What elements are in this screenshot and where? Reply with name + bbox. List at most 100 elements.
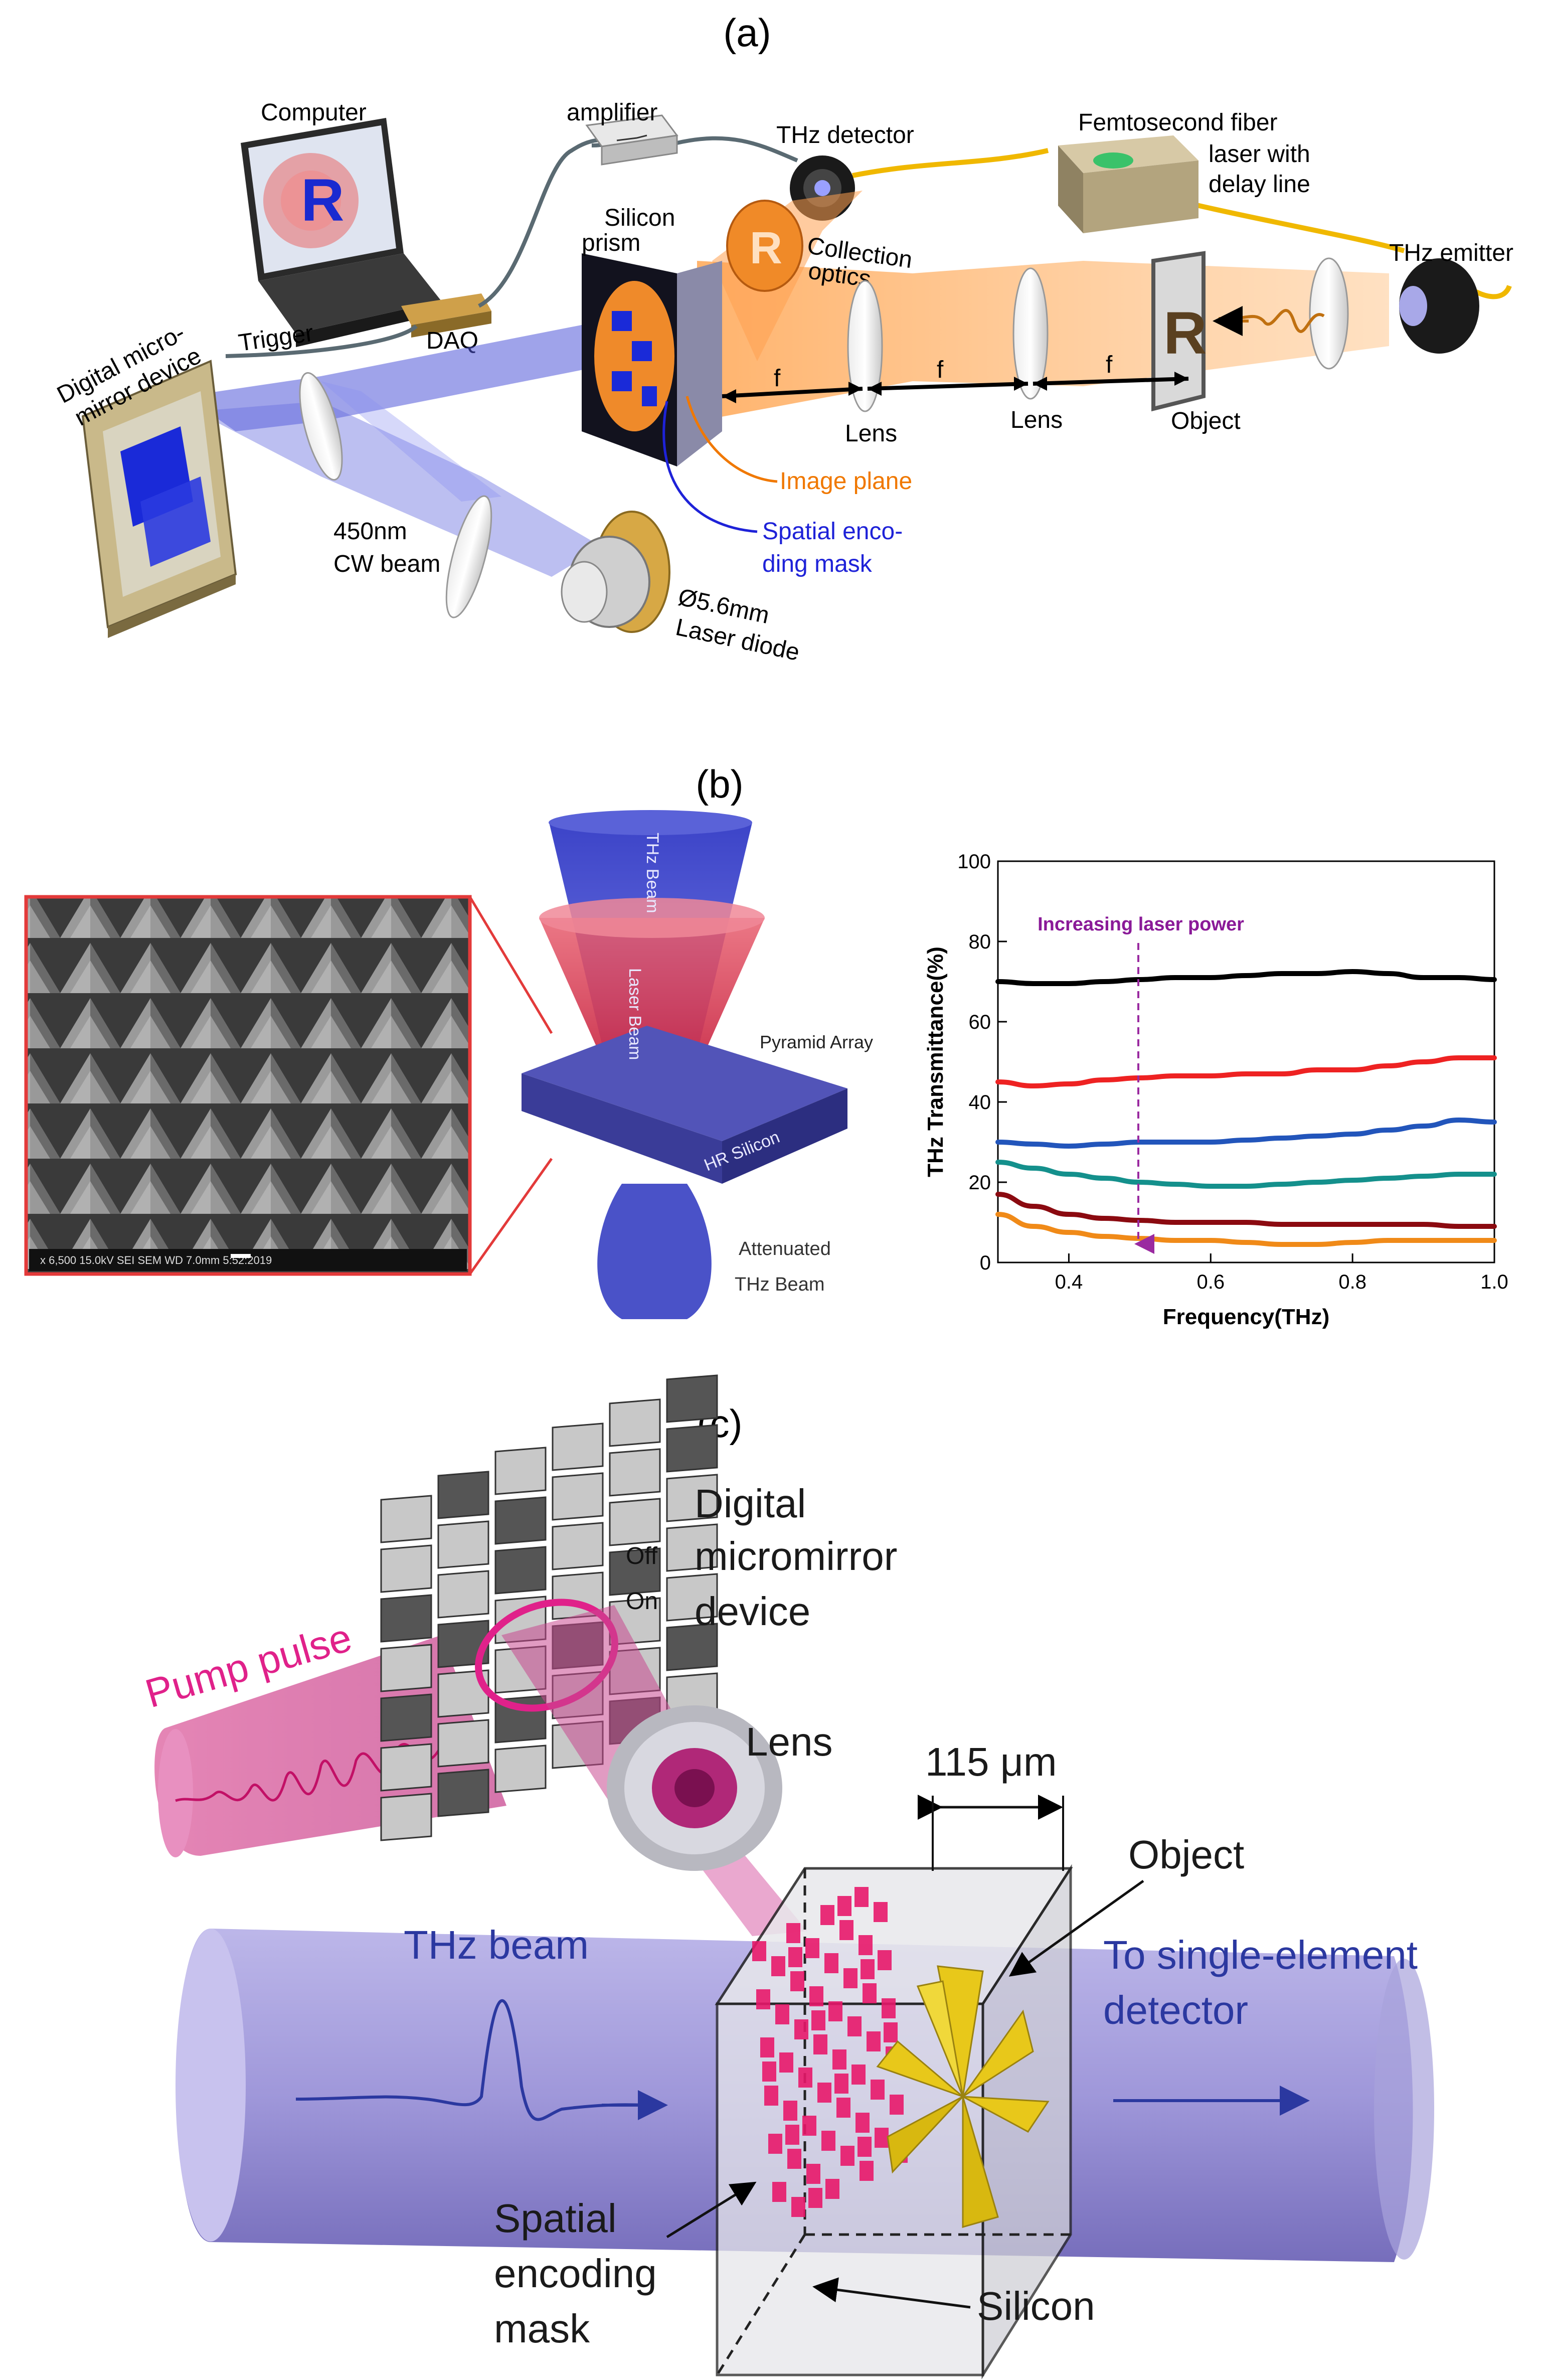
dmd-mirror	[666, 1424, 718, 1473]
mask-pixel	[791, 2197, 805, 2217]
f-label-3: f	[1106, 352, 1113, 378]
mask-c-label-2: encoding	[494, 2251, 657, 2296]
mask-pixel	[861, 1959, 875, 1979]
silicon-prism-label-2: prism	[582, 230, 640, 256]
sem-zoom-line-top	[468, 896, 553, 1034]
svg-text:R: R	[301, 167, 345, 234]
sem-image: x 6,500 15.0kV SEI SEM WD 7.0mm 5:52:201…	[24, 895, 472, 1276]
mask-pixel	[882, 1998, 896, 2018]
dmd-mirror	[609, 1498, 661, 1546]
dmd-mirror	[494, 1744, 547, 1793]
svg-text:R: R	[750, 223, 782, 273]
dmd-mirror	[666, 1623, 718, 1671]
dmd-mirror	[609, 1547, 661, 1596]
attenuated-label-2: THz Beam	[735, 1274, 824, 1295]
laser-diode	[561, 511, 670, 633]
dmd-mirror	[437, 1620, 489, 1668]
encoding-mask-pattern	[752, 1887, 908, 2217]
dmd-mirror	[666, 1573, 718, 1622]
mask-pixel	[825, 2179, 839, 2199]
thz-pulse-c	[295, 1999, 657, 2121]
dmd-mirror	[380, 1743, 432, 1792]
femto-label-2: laser with	[1209, 141, 1310, 168]
chart-series-line-1	[995, 969, 1497, 987]
f-line-3	[1033, 377, 1189, 386]
blue-beam-lower	[196, 401, 602, 577]
dmd-mirror	[609, 1398, 661, 1447]
attenuated-label-1: Attenuated	[739, 1238, 831, 1259]
amplifier-cable	[676, 136, 798, 163]
dmd-mirror	[609, 1448, 661, 1497]
dmd-mirror	[437, 1669, 489, 1718]
mask-pixel	[851, 2065, 866, 2085]
image-plane-label: Image plane	[780, 468, 912, 495]
laser-beam-b-label: Laser Beam	[625, 968, 644, 1060]
thz-detector-label: THz detector	[776, 122, 914, 148]
f-label-1: f	[774, 365, 781, 392]
x-tick-label: 0.8	[1338, 1271, 1366, 1293]
mask-c-label-1: Spatial	[494, 2196, 617, 2241]
mask-pixel	[790, 1971, 804, 1991]
mask-pointer	[662, 401, 758, 533]
dmd-c-label-1: Digital	[695, 1481, 806, 1526]
to-detector-label-2: detector	[1103, 1988, 1248, 2032]
off-label: Off	[626, 1543, 658, 1569]
fiber-to-detector	[852, 148, 1049, 178]
mask-pixel	[884, 2022, 898, 2042]
y-tick-label: 80	[969, 931, 991, 953]
mask-pixel	[806, 2164, 820, 2184]
f-line-1	[722, 387, 863, 398]
dmd-mirror	[666, 1523, 718, 1572]
mask-pixel	[756, 1989, 770, 2009]
mask-pixel	[855, 2113, 870, 2133]
mask-pixel	[863, 1983, 877, 2003]
sem-zoom-line-bottom	[468, 1158, 553, 1275]
computer: R	[241, 118, 441, 347]
mask-pixel	[768, 2134, 782, 2154]
chart-series-line-4	[995, 1160, 1497, 1189]
to-detector-label-1: To single-element	[1103, 1933, 1418, 1977]
x-tick-label: 0.6	[1196, 1271, 1225, 1293]
dmd-mirror	[437, 1769, 489, 1817]
y-tick-label: 0	[980, 1252, 991, 1274]
blue-beam-cw	[321, 381, 501, 502]
chart-series-line-6	[995, 1212, 1497, 1247]
mask-pixel	[808, 2188, 822, 2208]
dmd-mirror	[494, 1496, 547, 1545]
mask-pixel	[834, 2074, 848, 2094]
y-tick-label: 40	[969, 1091, 991, 1114]
blue-beam-main	[186, 321, 627, 431]
mask-pixel	[817, 2083, 831, 2103]
object-a-label: Object	[1171, 408, 1241, 434]
mask-pixel	[805, 1938, 819, 1958]
mask-pixel	[867, 2031, 881, 2051]
mask-pixel	[785, 2125, 799, 2145]
dmd-device-a	[81, 360, 237, 638]
mask-pixel	[828, 2001, 842, 2021]
hr-silicon-top	[522, 1026, 847, 1141]
collection-optics: R	[726, 200, 803, 292]
x-tick-label: 0.4	[1055, 1271, 1083, 1293]
mask-pixel	[860, 2161, 874, 2181]
laser-beam-cone	[539, 918, 765, 1103]
dmd-mirror	[380, 1495, 432, 1543]
dmd-mirror	[437, 1471, 489, 1519]
mask-pixel	[809, 1986, 823, 2006]
silicon-pointer	[812, 2277, 971, 2309]
femto-label-3: delay line	[1209, 171, 1310, 198]
lens-a-label-2: Lens	[1010, 407, 1063, 433]
dmd-c-label-3: device	[695, 1589, 810, 1634]
panel-label-a: (a)	[723, 11, 771, 55]
mask-c-label-3: mask	[494, 2306, 590, 2351]
dmd-mirror	[380, 1544, 432, 1593]
mask-pixel	[798, 2068, 812, 2088]
mask-pixel	[775, 2004, 789, 2024]
thz-emitter-label: THz emitter	[1389, 240, 1513, 266]
mask-pixel	[890, 2095, 904, 2115]
object-frame: R	[1151, 251, 1207, 412]
thz-beam-c-label: THz beam	[404, 1923, 589, 1967]
chart-annotation: Increasing laser power	[1038, 914, 1244, 935]
dmd-mirror	[437, 1719, 489, 1768]
daq-box	[401, 293, 491, 338]
